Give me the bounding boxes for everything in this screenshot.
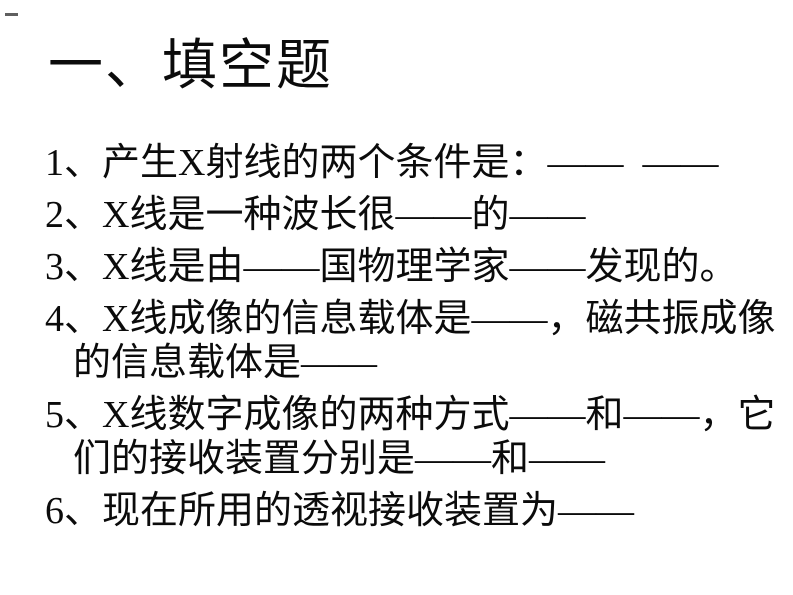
question-4-line-2: 的信息载体是——	[73, 342, 378, 384]
question-list: 1、产生X射线的两个条件是：—— —— 2、X线是一种波长很——的—— 3、X线…	[45, 141, 775, 541]
question-5-line-2: 们的接收装置分别是——和——	[73, 438, 606, 480]
question-2: 2、X线是一种波长很——的——	[45, 193, 775, 237]
question-1: 1、产生X射线的两个条件是：—— ——	[45, 141, 775, 185]
question-1-line-1: 1、产生X射线的两个条件是：—— ——	[45, 142, 719, 184]
question-6-line-1: 6、现在所用的透视接收装置为——	[45, 490, 635, 532]
slide-title: 一、填空题	[48, 35, 334, 96]
question-4: 4、X线成像的信息载体是——，磁共振成像 的信息载体是——	[45, 297, 775, 385]
question-4-line-1: 4、X线成像的信息载体是——，磁共振成像	[45, 298, 776, 340]
question-6: 6、现在所用的透视接收装置为——	[45, 489, 775, 533]
question-2-line-1: 2、X线是一种波长很——的——	[45, 194, 586, 236]
question-5-line-1: 5、X线数字成像的两种方式——和——，它	[45, 394, 776, 436]
question-3: 3、X线是由——国物理学家——发现的。	[45, 245, 775, 289]
placeholder-dash-mark	[5, 13, 18, 16]
question-3-line-1: 3、X线是由——国物理学家——发现的。	[45, 246, 738, 288]
question-5: 5、X线数字成像的两种方式——和——，它 们的接收装置分别是——和——	[45, 393, 775, 481]
